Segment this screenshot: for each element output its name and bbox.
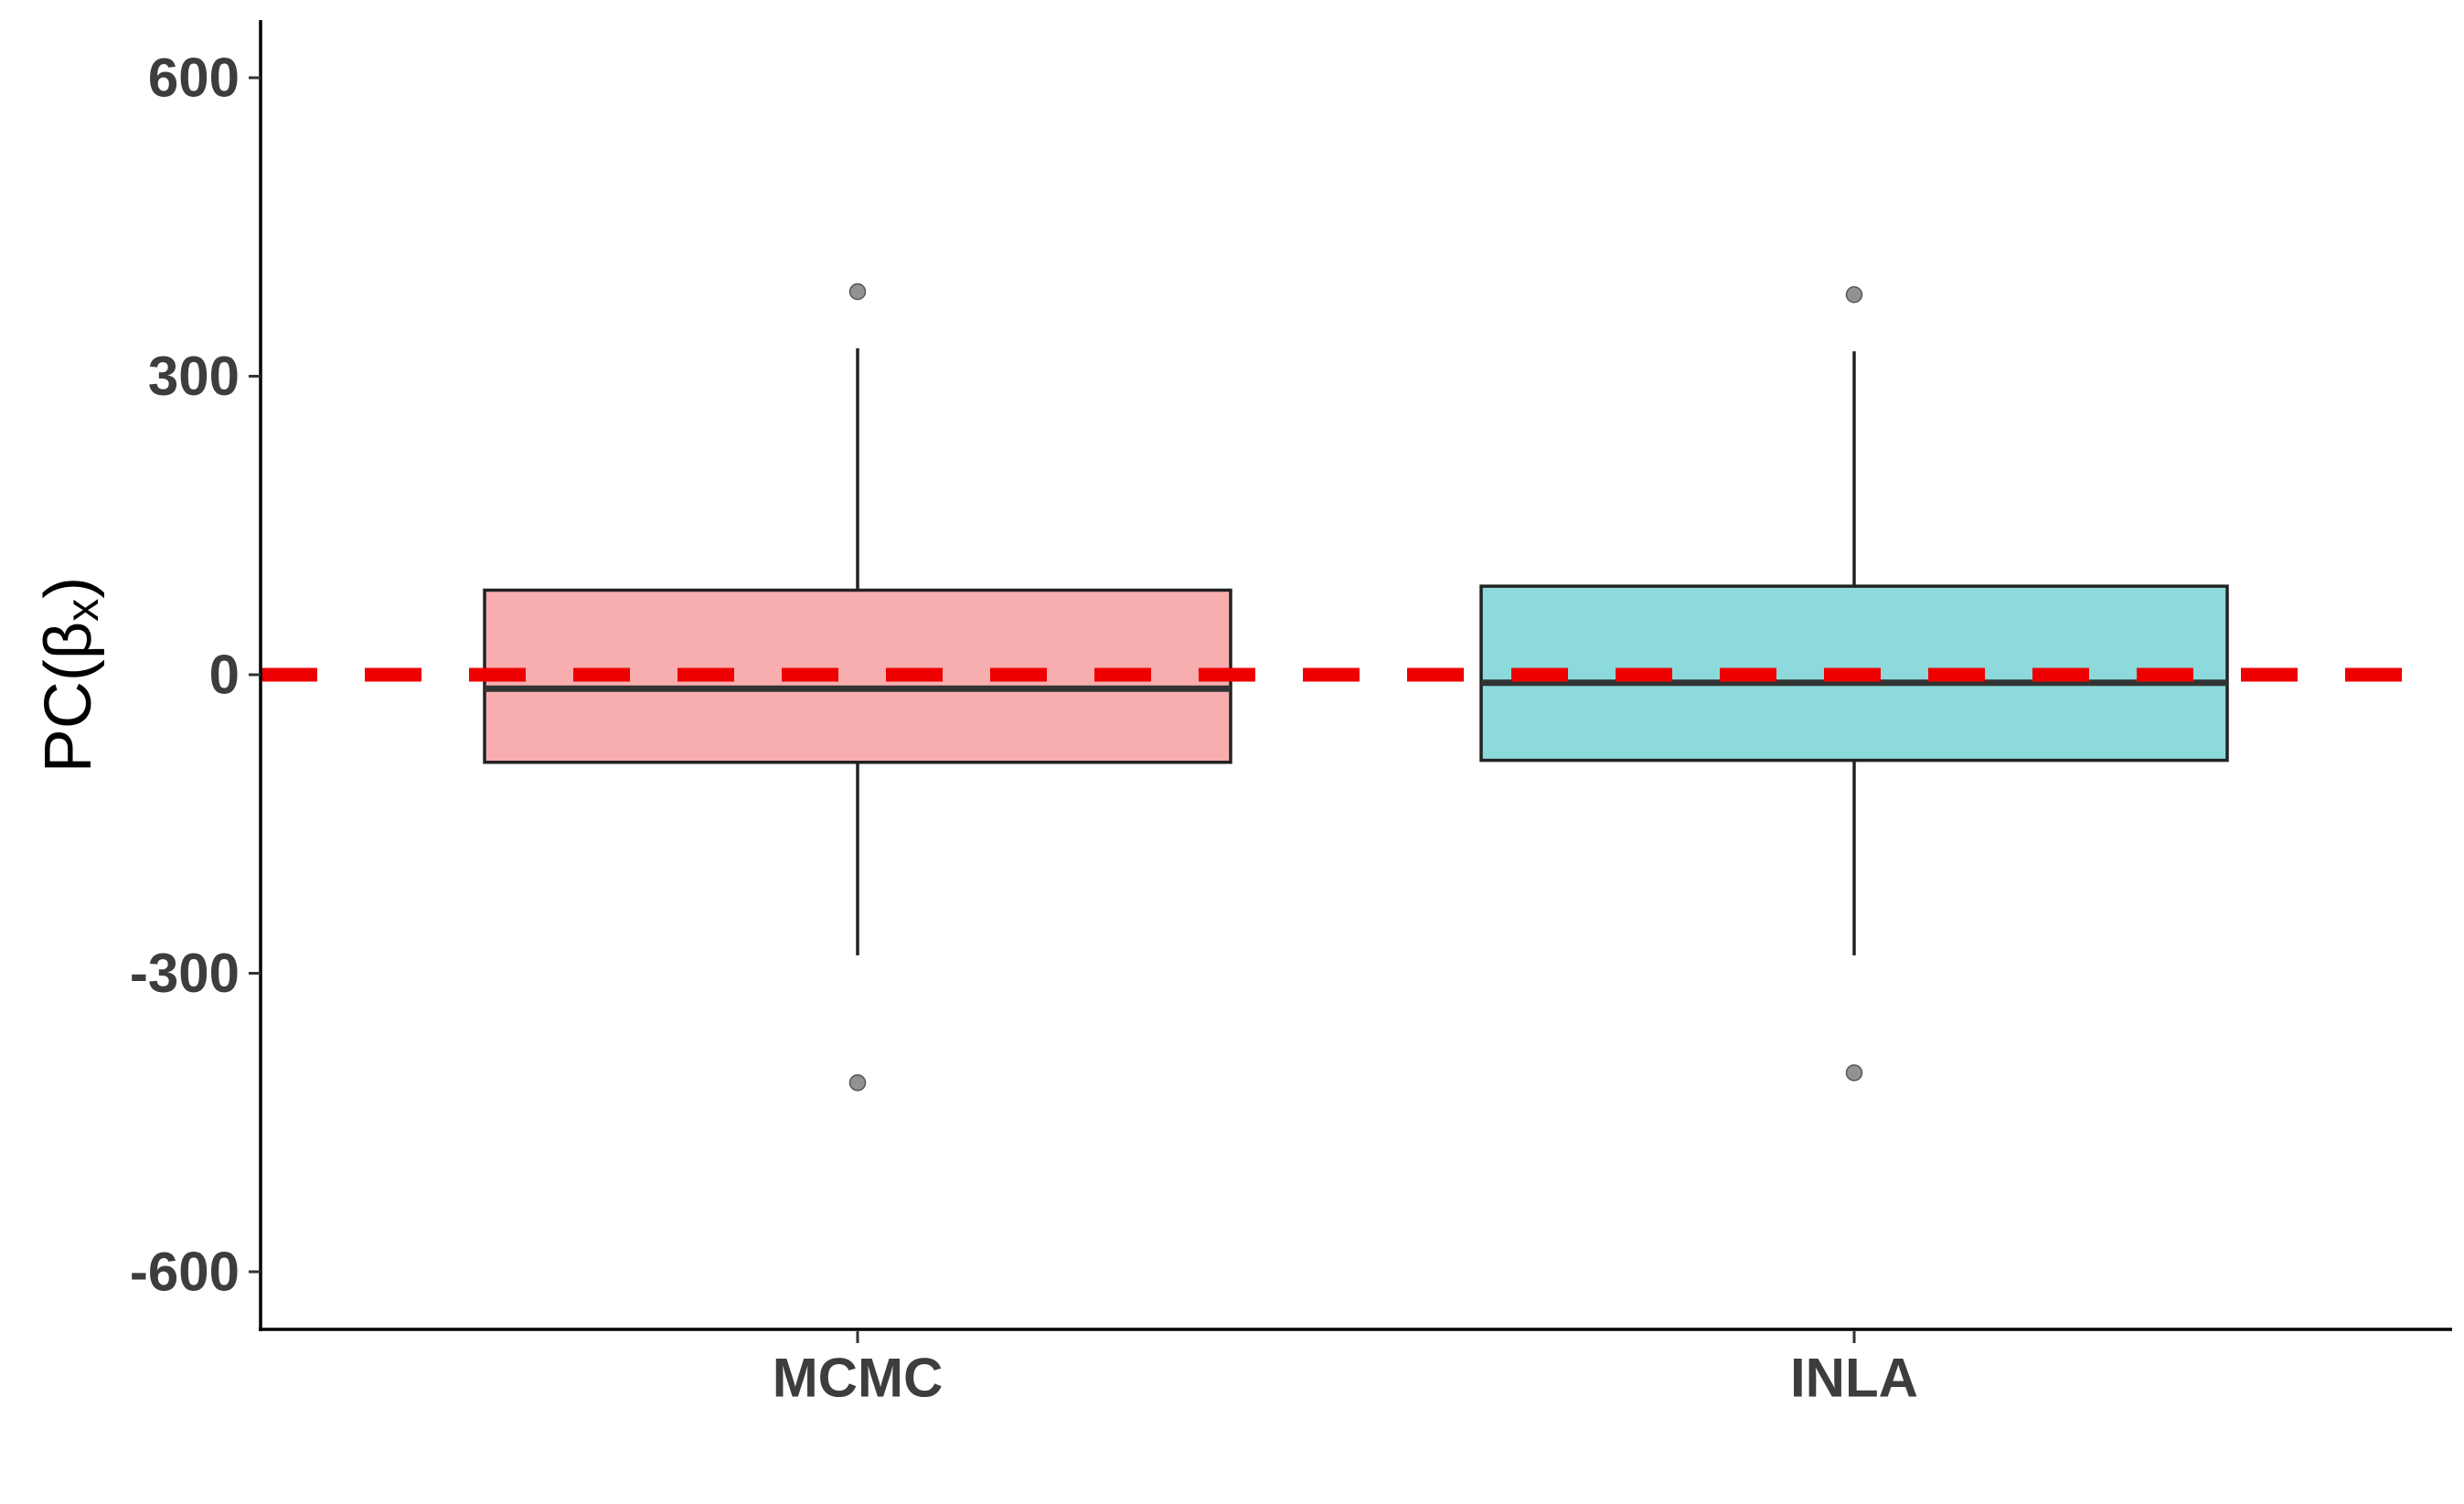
outlier-point xyxy=(1845,1064,1863,1082)
outlier-point xyxy=(848,1073,867,1092)
y-tick-label: 300 xyxy=(148,346,240,407)
y-tick-label: 0 xyxy=(209,645,240,706)
outlier-point xyxy=(1845,286,1863,304)
x-tick-label: MCMC xyxy=(773,1348,944,1409)
x-tick-label: INLA xyxy=(1790,1348,1918,1409)
box-inla xyxy=(1479,286,2229,1082)
outlier-point xyxy=(848,283,867,301)
y-tick-label: -300 xyxy=(130,943,240,1004)
box-mcmc xyxy=(483,283,1232,1092)
y-tick-label: 600 xyxy=(148,48,240,109)
plot-area xyxy=(483,283,2229,1092)
y-axis-title: PC(βx) xyxy=(32,577,108,773)
y-tick-label: -600 xyxy=(130,1241,240,1302)
